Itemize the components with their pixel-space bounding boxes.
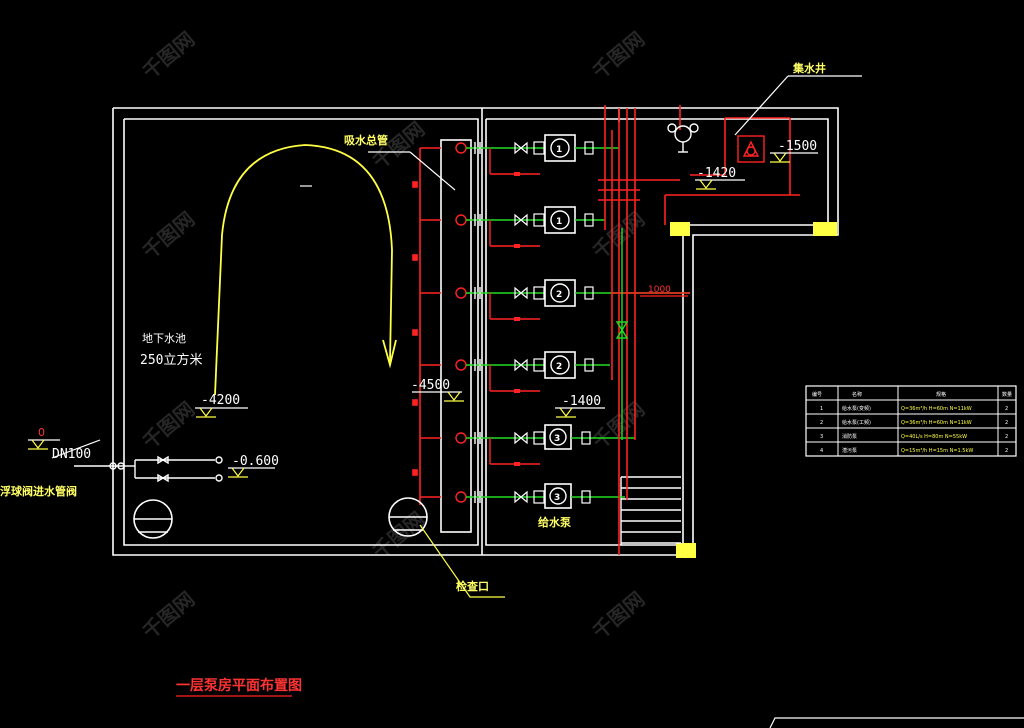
dn100-leader	[51, 439, 101, 459]
svg-text:千图网: 千图网	[138, 27, 199, 84]
stairs	[620, 476, 681, 545]
svg-text:千图网: 千图网	[138, 587, 199, 644]
manhole-right	[388, 497, 428, 537]
elevation-label: -1420	[697, 166, 736, 181]
manhole-leader	[419, 524, 505, 598]
pump-group-label: 给水泵	[538, 515, 571, 529]
manhole-label: 检查口	[456, 579, 489, 593]
pump-number-label: 2	[556, 362, 562, 372]
legend-cell: 给水泵(变频)	[842, 405, 871, 412]
suction-manifold	[440, 139, 472, 533]
sheet-frame-corner	[769, 717, 1024, 728]
legend-cell: Q=40L/s H=80m N=55kW	[901, 434, 967, 440]
inlet-valve-label: 浮球阀进水管阀	[0, 484, 77, 498]
pump-number-label: 3	[554, 493, 560, 503]
elevation-marker-0600: -0.600	[228, 454, 279, 478]
pump-number-label: 1	[556, 217, 562, 227]
pump-row-5: 3	[466, 424, 635, 466]
svg-text:千图网: 千图网	[138, 207, 199, 264]
pump-row-6: 3	[466, 483, 625, 509]
elevation-marker-1500: -1500	[770, 139, 818, 163]
legend-header: 数量	[1002, 391, 1012, 398]
legend-header: 规格	[936, 391, 946, 398]
legend-cell: 2	[1005, 420, 1008, 426]
sump-label: 集水井	[792, 61, 826, 75]
column-blocks	[670, 222, 837, 558]
elevation-label: -1400	[562, 394, 601, 409]
pump-row-4: 2	[466, 351, 610, 393]
tank-name-label: 地下水池	[142, 332, 186, 345]
legend-cell: 2	[1005, 434, 1008, 440]
legend-cell: 4	[820, 448, 823, 454]
flow-arrow	[214, 144, 397, 396]
red-discharge-pipes	[598, 105, 800, 555]
svg-text:千图网: 千图网	[588, 587, 649, 644]
legend-table: 编号 名称 规格 数量 1 给水泵(变频) Q=36m³/h H=60m N=1…	[805, 385, 1017, 457]
legend-header: 编号	[812, 391, 822, 398]
legend-cell: 2	[1005, 448, 1008, 454]
pipe-size-label: DN100	[52, 447, 91, 462]
sump-leader-line	[734, 75, 789, 136]
elevation-marker-4200: -4200	[195, 393, 248, 418]
riser-valve	[615, 228, 629, 440]
pump-row-1: 1	[466, 134, 619, 176]
manifold-leader-2	[409, 151, 456, 191]
legend-cell: 1	[820, 406, 823, 412]
elevation-label: -4500	[411, 378, 450, 393]
svg-text:千图网: 千图网	[138, 397, 199, 454]
elevation-label: -4200	[201, 393, 240, 408]
legend-cell: 2	[820, 420, 823, 426]
pump-number-label: 1	[556, 145, 562, 155]
drawing-title: 一层泵房平面布置图	[176, 677, 302, 694]
legend-cell: Q=15m³/h H=15m N=1.5kW	[901, 448, 973, 454]
manhole-left	[133, 499, 173, 539]
sump-equipment	[667, 123, 765, 163]
manifold-label: 吸水总管	[344, 133, 388, 147]
pump-row-2: 1	[466, 206, 605, 248]
pump-rows: 1 1	[466, 134, 690, 509]
legend-cell: 给水泵(工频)	[842, 419, 871, 426]
dim-1000-label: 1000	[648, 285, 671, 295]
legend-cell: 2	[1005, 406, 1008, 412]
elevation-marker-1420: -1420	[695, 166, 745, 190]
legend-cell: 消防泵	[842, 433, 857, 440]
elevation-label: -1500	[778, 139, 817, 154]
legend-cell: Q=36m³/h H=60m N=11kW	[901, 420, 972, 426]
legend-cell: 3	[820, 434, 823, 440]
pump-number-label: 2	[556, 290, 562, 300]
red-pipe-tank-side	[412, 147, 441, 505]
suction-points	[455, 142, 467, 503]
elevation-marker-1400: -1400	[555, 394, 605, 418]
inlet-pipe	[74, 455, 223, 483]
elevation-label: 0	[38, 426, 45, 439]
elevation-marker-0: 0	[28, 426, 60, 450]
pump-number-label: 3	[554, 434, 560, 444]
elevation-marker-4500: -4500	[411, 378, 464, 402]
tank-volume-label: 250立方米	[140, 352, 202, 368]
legend-cell: 潜污泵	[842, 447, 857, 454]
legend-cell: Q=36m³/h H=60m N=11kW	[901, 406, 972, 412]
elevation-label: -0.600	[232, 454, 279, 469]
legend-header: 名称	[852, 391, 862, 398]
svg-text:千图网: 千图网	[588, 27, 649, 84]
